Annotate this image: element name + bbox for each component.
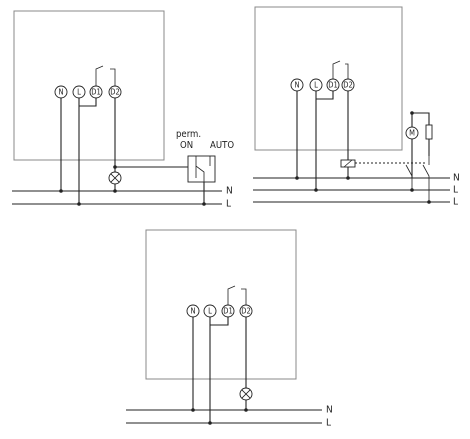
device-housing [254,6,403,151]
selector-switch: perm. ON AUTO [176,129,234,183]
svg-text:D2: D2 [343,81,353,90]
neutral-line-label: N [453,173,460,184]
switch-box [187,155,216,183]
terminal-d2: D2 [108,85,122,99]
relay-contact [332,60,349,80]
live-line-label: L [326,418,331,429]
relay-contact [95,65,116,86]
live-line-label: L [226,199,231,210]
resistor-icon [425,124,433,140]
diagram-motor-contactor: N L L N L D1 D2 [253,6,460,208]
switch-on-label: ON [180,140,193,151]
terminal-n: N [54,85,68,99]
terminal-d1: D1 [326,78,340,92]
motor-icon: M [405,126,419,140]
svg-text:L: L [208,307,212,316]
relay-contact [227,285,247,305]
lamp-icon [108,171,122,185]
svg-text:D1: D1 [328,81,338,90]
svg-text:M: M [409,129,415,138]
terminal-l: L [203,304,217,318]
diagram-lamp-direct: N L N L D1 D2 [126,229,333,429]
switch-auto-label: AUTO [210,140,234,151]
svg-text:L: L [77,88,81,97]
terminal-l: L [72,85,86,99]
svg-text:N: N [58,88,63,97]
switch-perm-label: perm. [176,129,201,140]
contactor-coil-icon [340,159,356,168]
svg-text:D1: D1 [91,88,101,97]
terminal-d2: D2 [239,304,253,318]
load-feed-wire [411,112,430,178]
svg-text:D1: D1 [223,307,233,316]
svg-text:D2: D2 [110,88,120,97]
live-d1-bridge [316,91,334,100]
device-housing [13,10,165,161]
svg-text:L: L [314,81,318,90]
live-line-2-label: L [453,197,458,208]
terminal-d1: D1 [221,304,235,318]
diagram-lamp-with-switch: N L N L D1 D2 [12,10,234,210]
neutral-line-label: N [326,405,333,416]
live-d1-bridge [210,317,229,326]
neutral-line-label: N [226,186,233,197]
terminal-d2: D2 [341,78,355,92]
switch-contact [195,156,211,182]
terminal-n: N [290,78,304,92]
terminal-n: N [186,304,200,318]
contact-1-blade [405,164,413,177]
terminal-l: L [309,78,323,92]
live-line-1-label: L [453,185,458,196]
svg-text:N: N [190,307,195,316]
live-d1-bridge [79,98,97,107]
svg-text:D2: D2 [241,307,251,316]
contact-2 [422,156,430,202]
terminal-d1: D1 [89,85,103,99]
svg-text:N: N [294,81,299,90]
lamp-icon [239,387,253,401]
device-housing [145,229,297,380]
